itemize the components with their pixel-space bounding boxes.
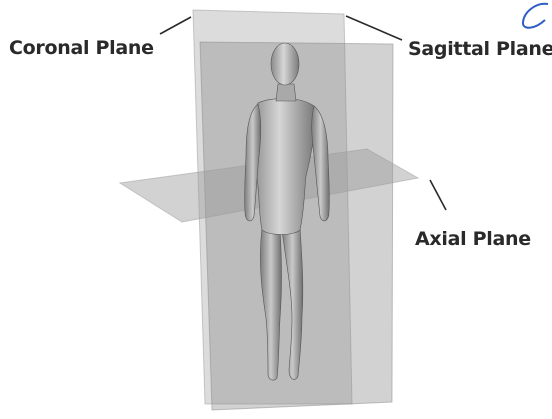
axial-plane-label: Axial Plane (415, 228, 531, 250)
axial-leader-line (430, 180, 446, 210)
sagittal-plane-label: Sagittal Plane (408, 38, 552, 60)
coronal-leader-line (160, 17, 191, 34)
handwritten-mark (523, 4, 548, 28)
coronal-plane-label: Coronal Plane (9, 37, 154, 59)
neck (276, 84, 296, 101)
head (271, 43, 299, 85)
sagittal-leader-line (346, 16, 402, 40)
